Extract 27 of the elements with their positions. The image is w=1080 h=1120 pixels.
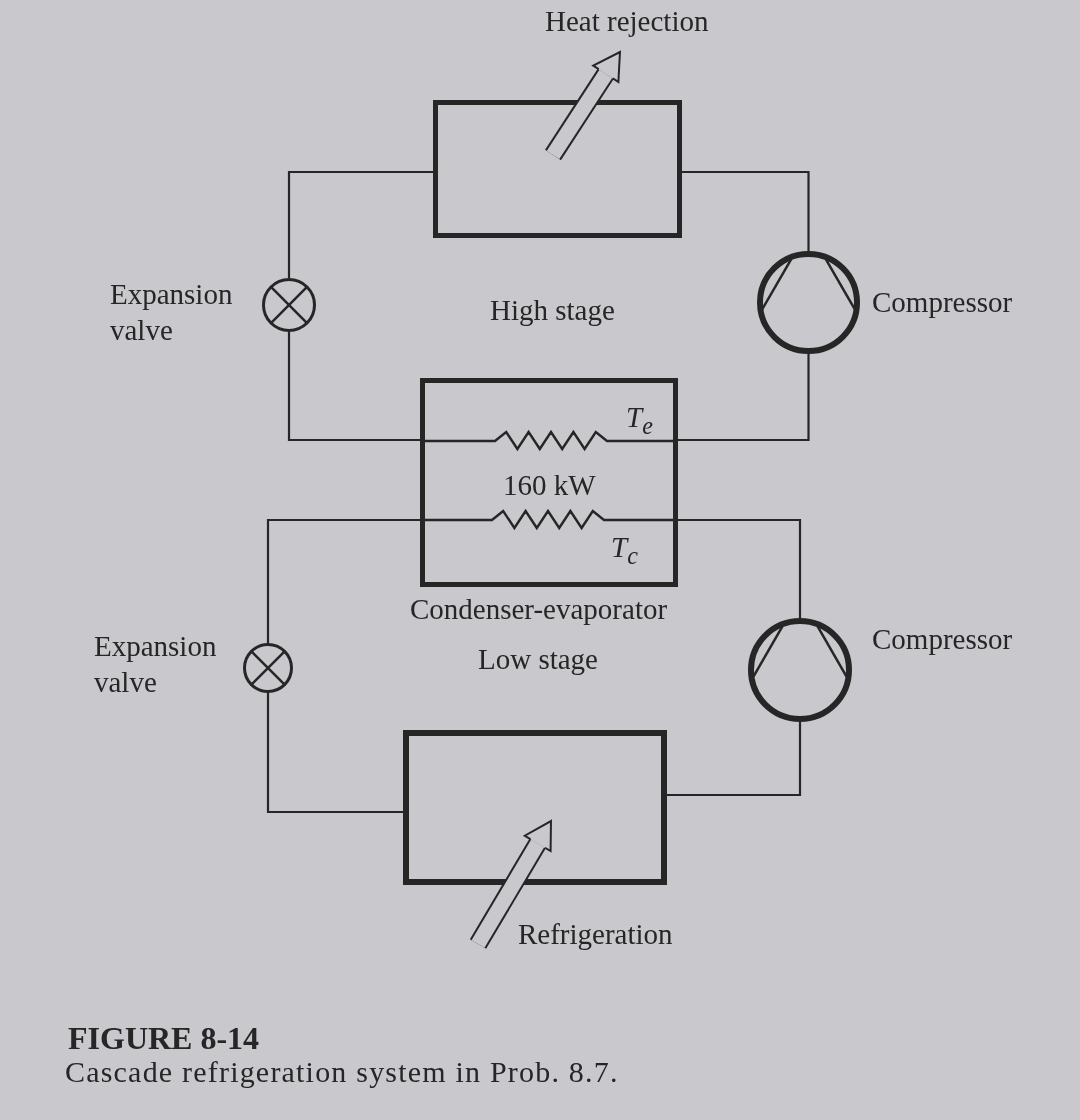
evaporator-box (403, 730, 667, 885)
component-label: Expansion valve (94, 629, 218, 701)
heat-flow-label: Heat rejection (545, 4, 709, 39)
temperature-label: T$_{c}$ (611, 530, 638, 570)
component-label: Compressor (872, 622, 1013, 657)
pipe-line (266, 518, 420, 643)
stage-label: High stage (490, 293, 615, 328)
compressor-symbol (757, 251, 860, 354)
compressor-symbol (748, 618, 852, 722)
heat-flow-label: Refrigeration (518, 917, 673, 952)
heat-exchanger-box (433, 100, 682, 238)
component-label: Compressor (872, 285, 1013, 320)
expansion-valve-symbol (262, 278, 316, 332)
pipe-line (287, 332, 420, 442)
component-label: Expansion valve (110, 277, 234, 349)
pipe-line (678, 354, 810, 442)
pipe-line (266, 693, 403, 814)
condenser-evaporator-box (420, 378, 678, 587)
pipe-line (667, 722, 802, 797)
pipe-line (682, 170, 810, 251)
expansion-valve-symbol (243, 643, 293, 693)
stage-label: Low stage (478, 642, 598, 677)
component-label: Condenser-evaporator (410, 592, 668, 627)
pipe-line (287, 170, 433, 278)
temperature-label: T$_{e}$ (626, 400, 653, 440)
heat-rate-label: 160 kW (503, 468, 596, 503)
pipe-line (678, 518, 802, 618)
